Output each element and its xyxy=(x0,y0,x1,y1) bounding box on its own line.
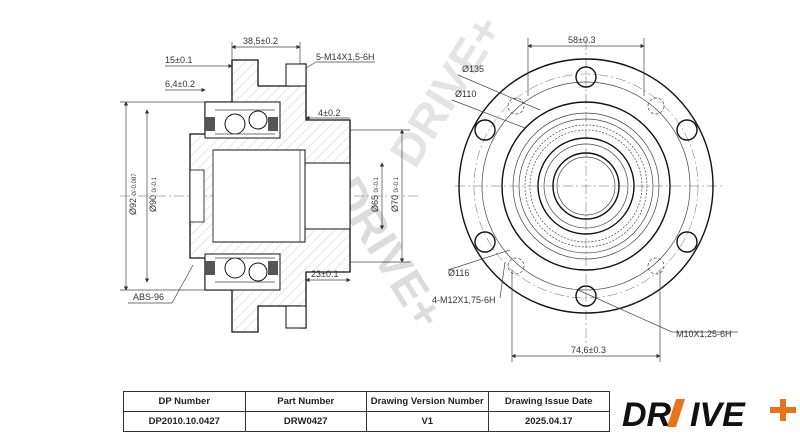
header-dp-number: DP Number xyxy=(123,391,246,412)
dim-90: Ø90 0/-0.1 xyxy=(148,176,158,212)
logo-dr: DR xyxy=(622,396,672,433)
dim-23: 23±0.1 xyxy=(311,269,338,279)
dim-38-5: 38,5±0.2 xyxy=(243,36,278,46)
dim-4: 4±0.2 xyxy=(318,108,340,118)
header-issue-date: Drawing Issue Date xyxy=(487,391,610,412)
dim-135: Ø135 xyxy=(462,64,484,74)
dim-92: Ø92 0/-0.087 xyxy=(128,173,138,215)
header-part-number: Part Number xyxy=(244,391,367,412)
stud-holes xyxy=(474,66,698,307)
dim-65: Ø65 0/-0.1 xyxy=(370,176,380,212)
dim-6-4: 6,4±0.2 xyxy=(165,79,195,89)
watermark-right: DRIVE+ xyxy=(379,6,512,176)
top-bearing xyxy=(204,101,281,139)
mounting-holes xyxy=(507,97,665,275)
dim-58: 58±0.3 xyxy=(568,35,595,45)
dim-116: Ø116 xyxy=(448,268,469,278)
value-version: V1 xyxy=(366,411,489,432)
plus-icon xyxy=(770,399,796,421)
section-view: 38,5±0.2 15±0.1 6,4±0.2 5-M14X1,5-6H 4±0… xyxy=(120,36,420,333)
dim-74-6: 74,6±0.3 xyxy=(571,345,606,355)
dim-70: Ø70 0/-0.1 xyxy=(390,176,400,212)
technical-drawing: DRIVE+ DRIVE+ xyxy=(120,6,738,362)
value-dp-number: DP2010.10.0427 xyxy=(123,411,246,432)
value-issue-date: 2025.04.17 xyxy=(487,411,610,432)
value-part-number: DRW0427 xyxy=(244,411,367,432)
outer-flange xyxy=(458,58,714,314)
drive-logo: DR IVE xyxy=(622,396,796,433)
bottom-bearing xyxy=(204,253,281,291)
logo-ive: IVE xyxy=(690,396,746,433)
front-view: 58±0.3 Ø135 Ø110 Ø116 4-M12X1,75-6H M10X… xyxy=(432,35,738,362)
dim-m12: 4-M12X1,75-6H xyxy=(432,295,496,305)
dim-abs: ABS-96 xyxy=(133,292,164,302)
dim-110: Ø110 xyxy=(455,89,476,99)
dim-m14: 5-M14X1,5-6H xyxy=(316,52,375,62)
dim-m10: M10X1,25-6H xyxy=(676,329,732,339)
header-version: Drawing Version Number xyxy=(366,391,489,412)
logo-slash xyxy=(666,399,686,427)
title-block: DP Number Part Number Drawing Version Nu… xyxy=(123,391,610,432)
dim-15: 15±0.1 xyxy=(165,55,192,65)
